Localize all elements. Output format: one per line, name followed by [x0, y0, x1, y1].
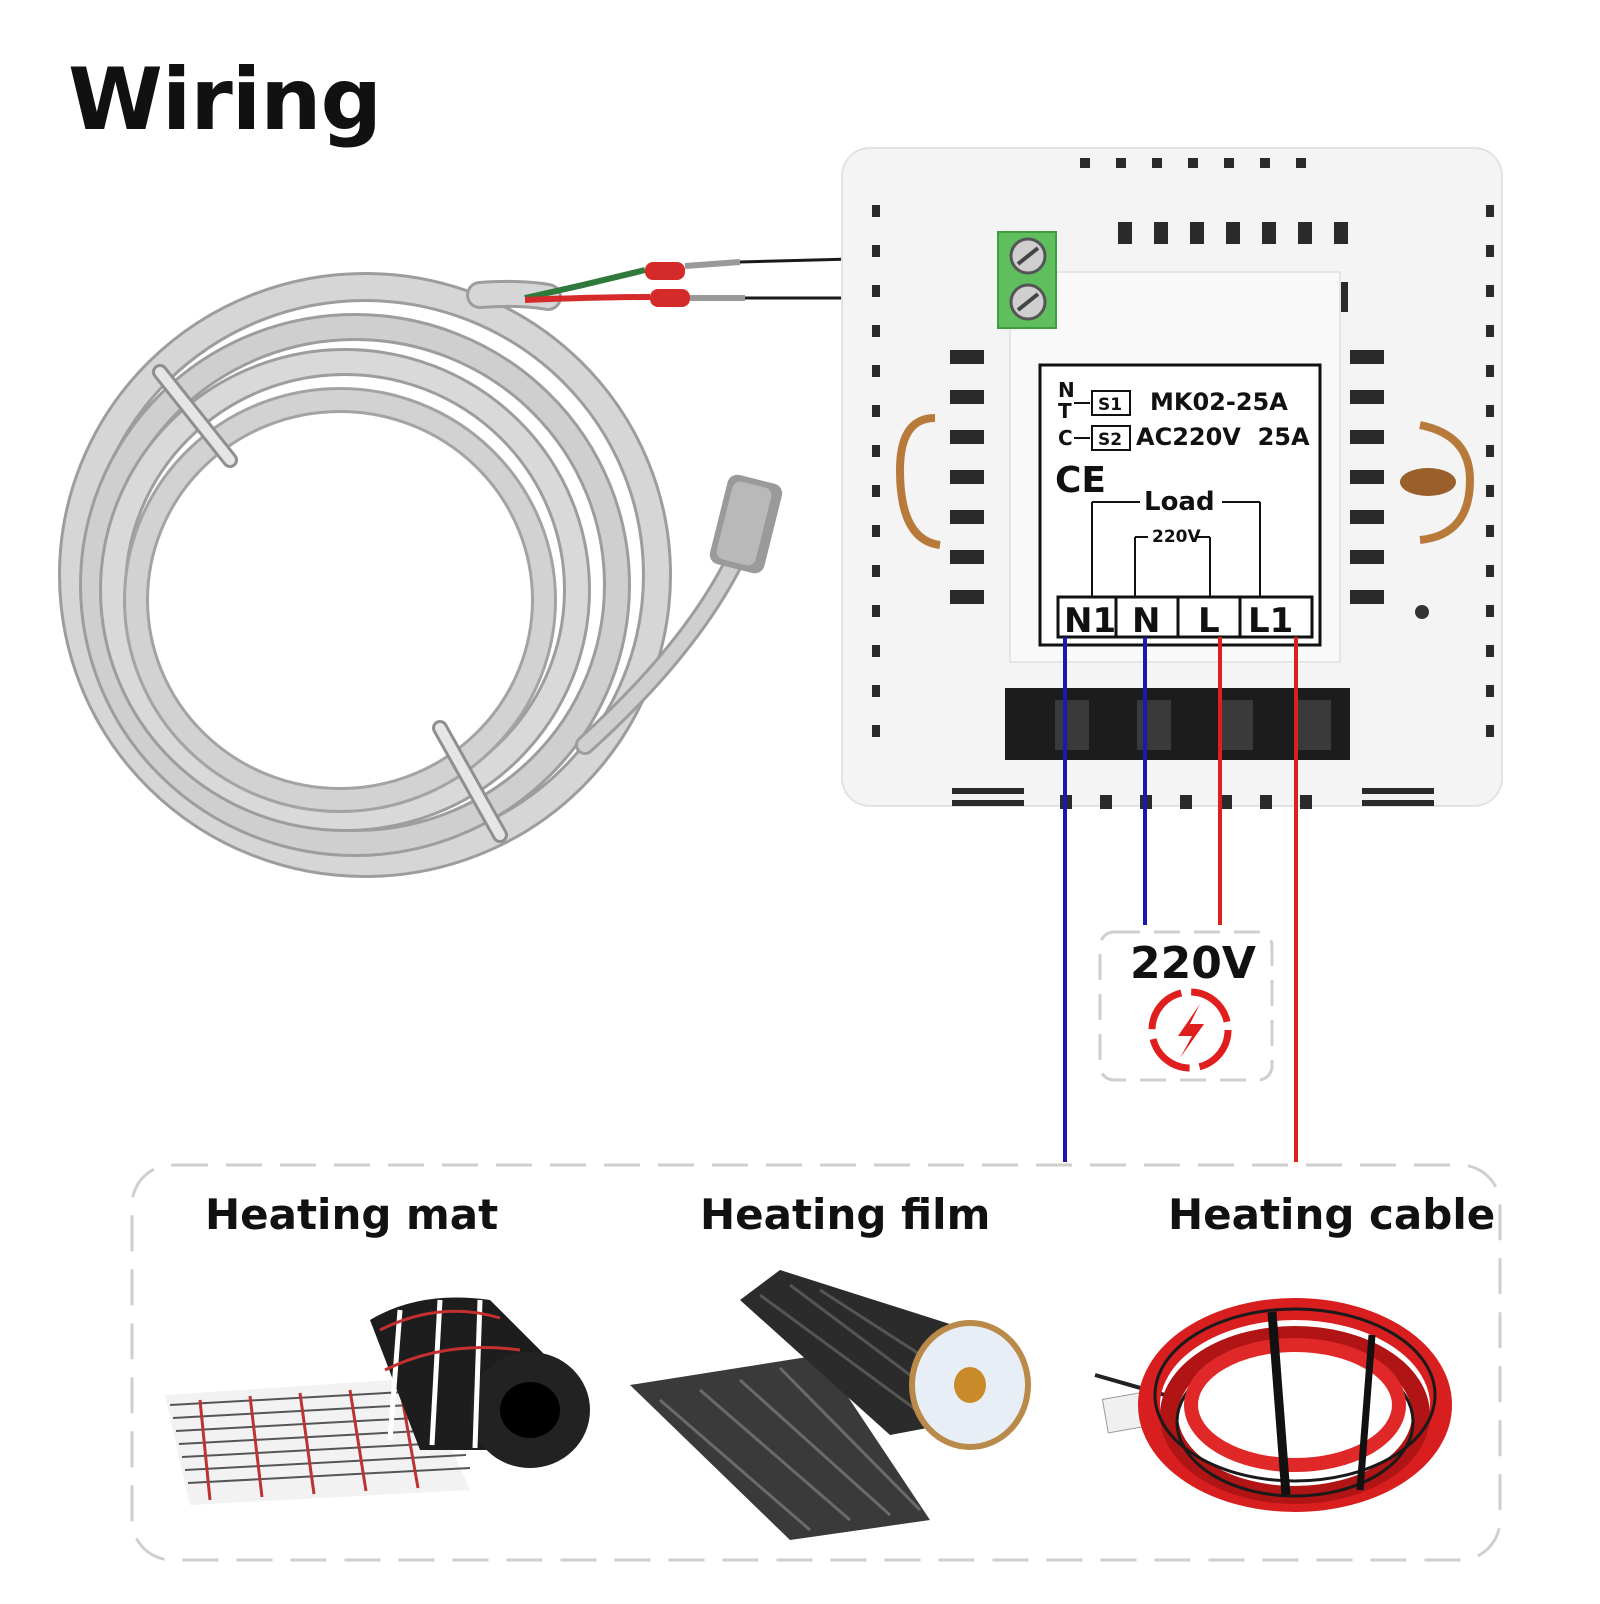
ntc-probe-icon	[709, 474, 783, 574]
lightning-bolt-icon	[1148, 988, 1232, 1072]
ntc-letter-n: N	[1058, 378, 1075, 402]
heating-cable-image	[1094, 1298, 1452, 1512]
heating-mat-image	[165, 1297, 590, 1505]
heating-film-label: Heating film	[700, 1190, 991, 1239]
model-number: MK02-25A	[1150, 388, 1288, 416]
heating-cable-label: Heating cable	[1168, 1190, 1496, 1239]
power-source-box: 220V	[1098, 930, 1274, 1082]
heating-mat-label: Heating mat	[205, 1190, 499, 1239]
ntc-letter-c: C	[1058, 426, 1073, 450]
power-wires	[1063, 637, 1298, 1162]
ntc-letter-t: T	[1058, 399, 1072, 423]
electrical-rating: AC220V 25A	[1136, 423, 1310, 451]
power-source-voltage: 220V	[1130, 938, 1256, 989]
heating-film-image	[630, 1270, 1031, 1540]
terminal-n: N	[1132, 601, 1160, 641]
supply-voltage-label: 220V	[1152, 527, 1201, 547]
sensor-terminal-s2: S2	[1098, 430, 1122, 450]
page-title: Wiring	[68, 50, 382, 150]
terminal-l: L	[1198, 601, 1220, 641]
device-label-panel: N T C S1 S2 MK02-25A AC220V 25A CE Load …	[1038, 363, 1322, 647]
sensor-cable-coil	[58, 272, 745, 878]
sensor-terminal-s1: S1	[1098, 395, 1122, 415]
terminal-l1: L1	[1248, 601, 1293, 641]
terminal-n1: N1	[1064, 601, 1116, 641]
load-label: Load	[1144, 487, 1215, 517]
ce-mark-icon: CE	[1055, 460, 1106, 501]
ntc-terminal-block	[997, 231, 1057, 329]
